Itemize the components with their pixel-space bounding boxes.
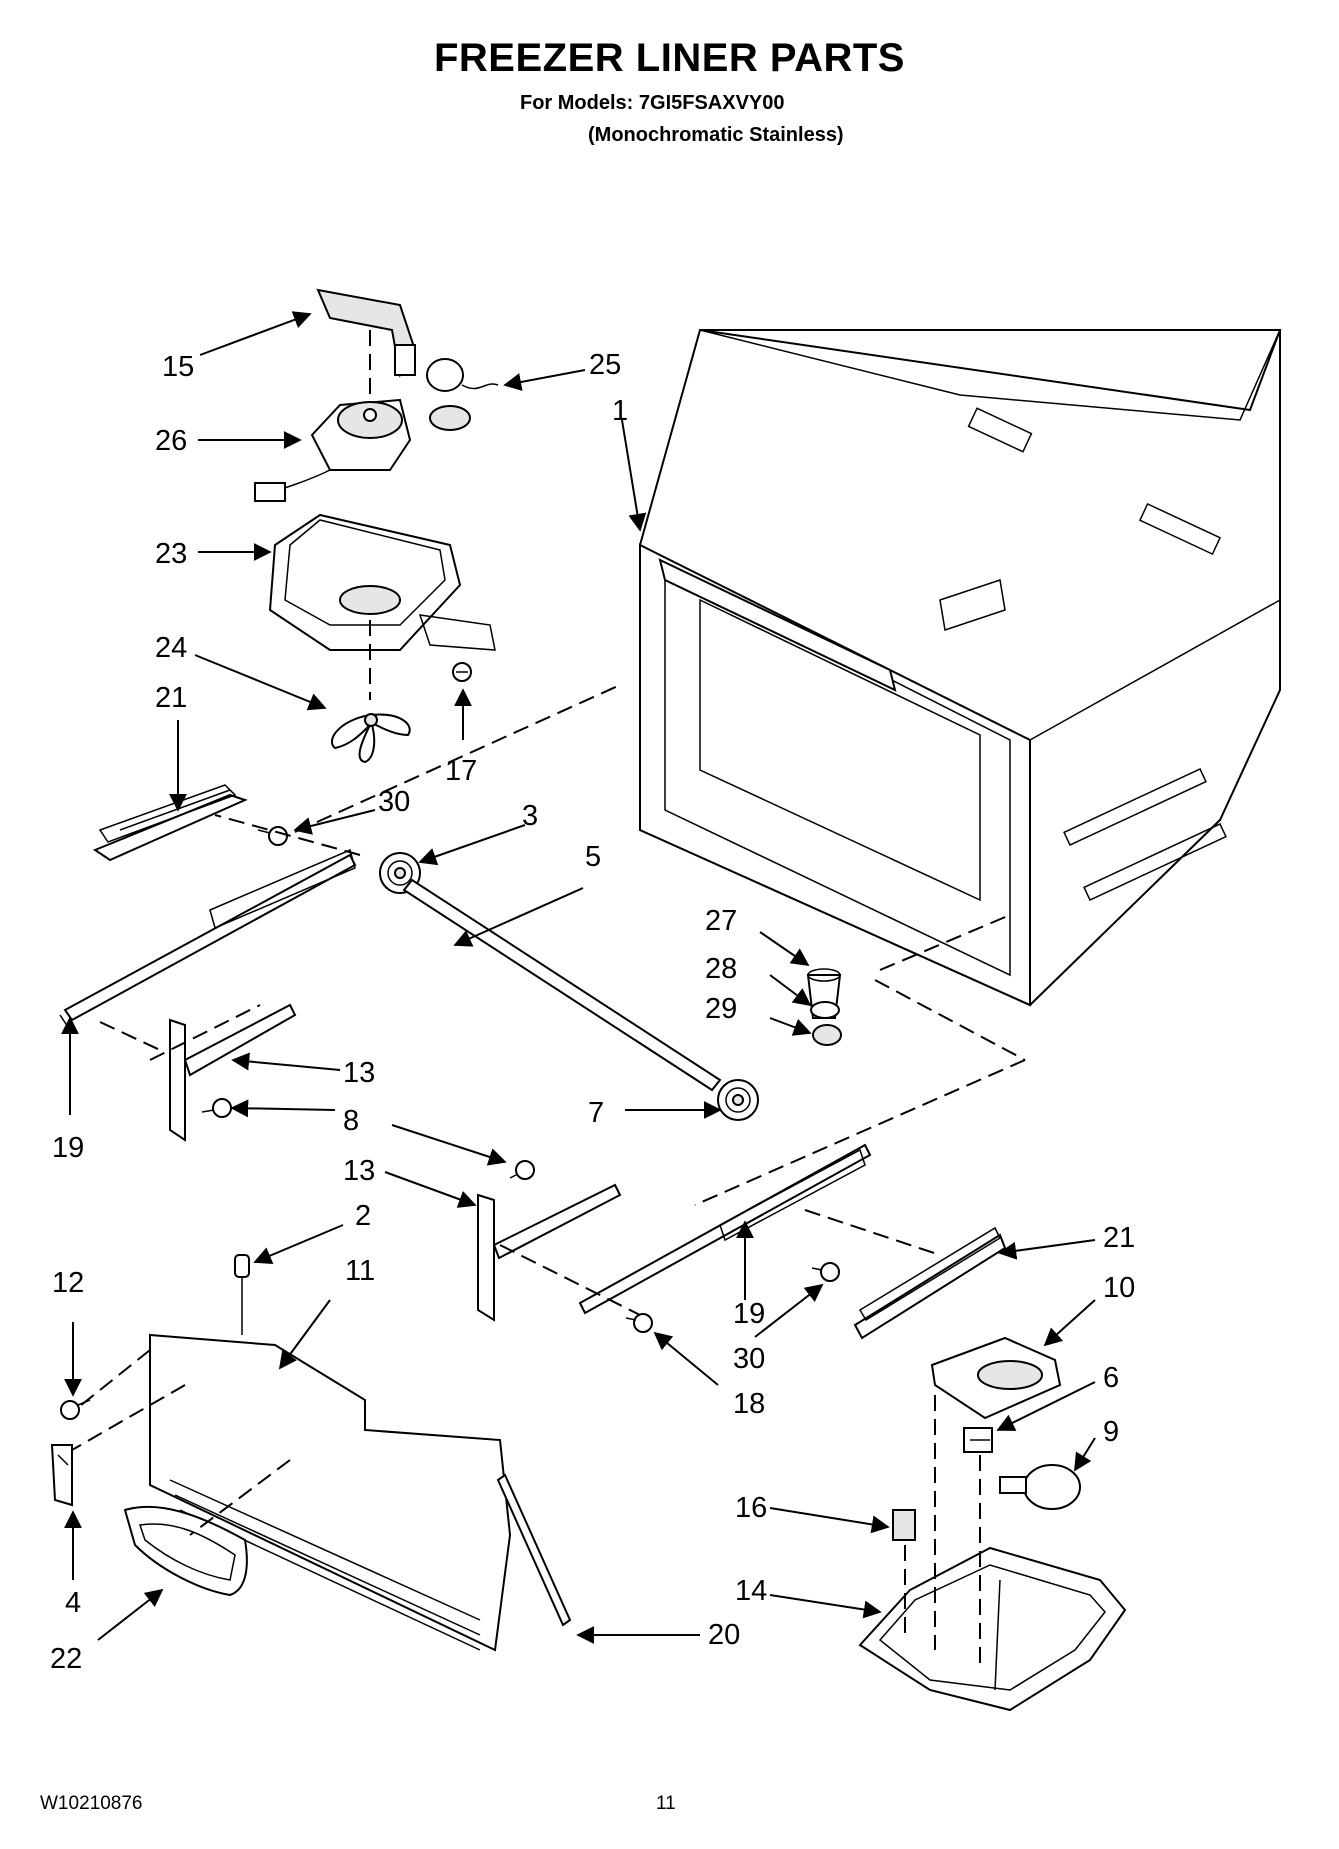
callout-14: 14	[735, 1575, 767, 1607]
roller-assembly[interactable]	[806, 968, 842, 1046]
screw-12[interactable]	[60, 1399, 91, 1420]
callout-6: 6	[1103, 1362, 1119, 1394]
callout-13-left: 13	[343, 1057, 375, 1089]
callout-19-left: 19	[52, 1132, 84, 1164]
light-bulb[interactable]	[999, 1464, 1081, 1510]
slide-rail-right[interactable]	[578, 1143, 872, 1315]
bracket-13-left[interactable]	[169, 1003, 297, 1142]
slide-bracket-right[interactable]	[853, 1226, 1007, 1340]
clip-4[interactable]	[50, 1444, 73, 1507]
slide-rail-left-upper[interactable]	[59, 848, 357, 1031]
grille-22[interactable]	[123, 1505, 248, 1597]
callout-21-right: 21	[1103, 1222, 1135, 1254]
callout-12: 12	[52, 1267, 84, 1299]
model-number: For Models: 7GI5FSAXVY00	[520, 92, 785, 114]
screw-30-upper[interactable]	[257, 826, 288, 846]
callout-22: 22	[50, 1643, 82, 1675]
rail-20[interactable]	[496, 1473, 572, 1627]
callout-19-right: 19	[733, 1298, 765, 1330]
pinion-gear-7[interactable]	[717, 1079, 759, 1121]
callout-2: 2	[355, 1200, 371, 1232]
callout-4: 4	[65, 1587, 81, 1619]
callout-16: 16	[735, 1492, 767, 1524]
screw-8-left[interactable]	[201, 1098, 232, 1118]
callout-17: 17	[445, 755, 477, 787]
screw-18[interactable]	[625, 1313, 653, 1333]
screw-8-center[interactable]	[509, 1160, 535, 1180]
document-number: W10210876	[40, 1793, 143, 1814]
callout-10: 10	[1103, 1272, 1135, 1304]
callout-18: 18	[733, 1388, 765, 1420]
fan-housing[interactable]	[268, 513, 496, 651]
callout-27: 27	[705, 905, 737, 937]
callout-15: 15	[162, 351, 194, 383]
page-number: 11	[656, 1793, 676, 1814]
callout-13-center: 13	[343, 1155, 375, 1187]
callout-8: 8	[343, 1105, 359, 1137]
callout-3: 3	[522, 800, 538, 832]
callout-20: 20	[708, 1619, 740, 1651]
callout-29: 29	[705, 993, 737, 1025]
cover-panel[interactable]	[149, 1333, 512, 1652]
bracket-13-center[interactable]	[477, 1183, 622, 1322]
pin-2[interactable]	[234, 1254, 250, 1335]
callout-23: 23	[155, 538, 187, 570]
model-variant: (Monochromatic Stainless)	[588, 124, 844, 146]
washer-29	[812, 1024, 842, 1046]
callout-30-upper: 30	[378, 786, 410, 818]
callout-9: 9	[1103, 1416, 1119, 1448]
screw-17[interactable]	[452, 662, 472, 682]
callout-26: 26	[155, 425, 187, 457]
page-title: FREEZER LINER PARTS	[433, 36, 905, 80]
freezer-liner[interactable]	[639, 329, 1282, 1007]
callout-25: 25	[589, 349, 621, 381]
light-housing[interactable]	[858, 1546, 1127, 1712]
callout-1: 1	[612, 395, 628, 427]
light-cover[interactable]	[930, 1336, 1062, 1420]
slide-bracket-left-upper[interactable]	[92, 784, 248, 862]
fan-motor[interactable]	[254, 398, 412, 502]
callout-7: 7	[588, 1097, 604, 1129]
callout-28: 28	[705, 953, 737, 985]
callout-24: 24	[155, 632, 187, 664]
screw-30-right[interactable]	[811, 1262, 840, 1282]
callout-5: 5	[585, 841, 601, 873]
light-socket[interactable]	[963, 1427, 993, 1453]
fan-bracket[interactable]	[316, 288, 417, 378]
drawer-shaft[interactable]	[402, 878, 722, 1092]
callout-21-upper: 21	[155, 682, 187, 714]
sensor-part[interactable]	[426, 358, 499, 431]
switch-16[interactable]	[892, 1509, 916, 1541]
callout-11: 11	[345, 1255, 375, 1287]
fan-blade[interactable]	[330, 713, 411, 764]
callout-30-right: 30	[733, 1343, 765, 1375]
o-ring-28	[810, 1001, 840, 1019]
